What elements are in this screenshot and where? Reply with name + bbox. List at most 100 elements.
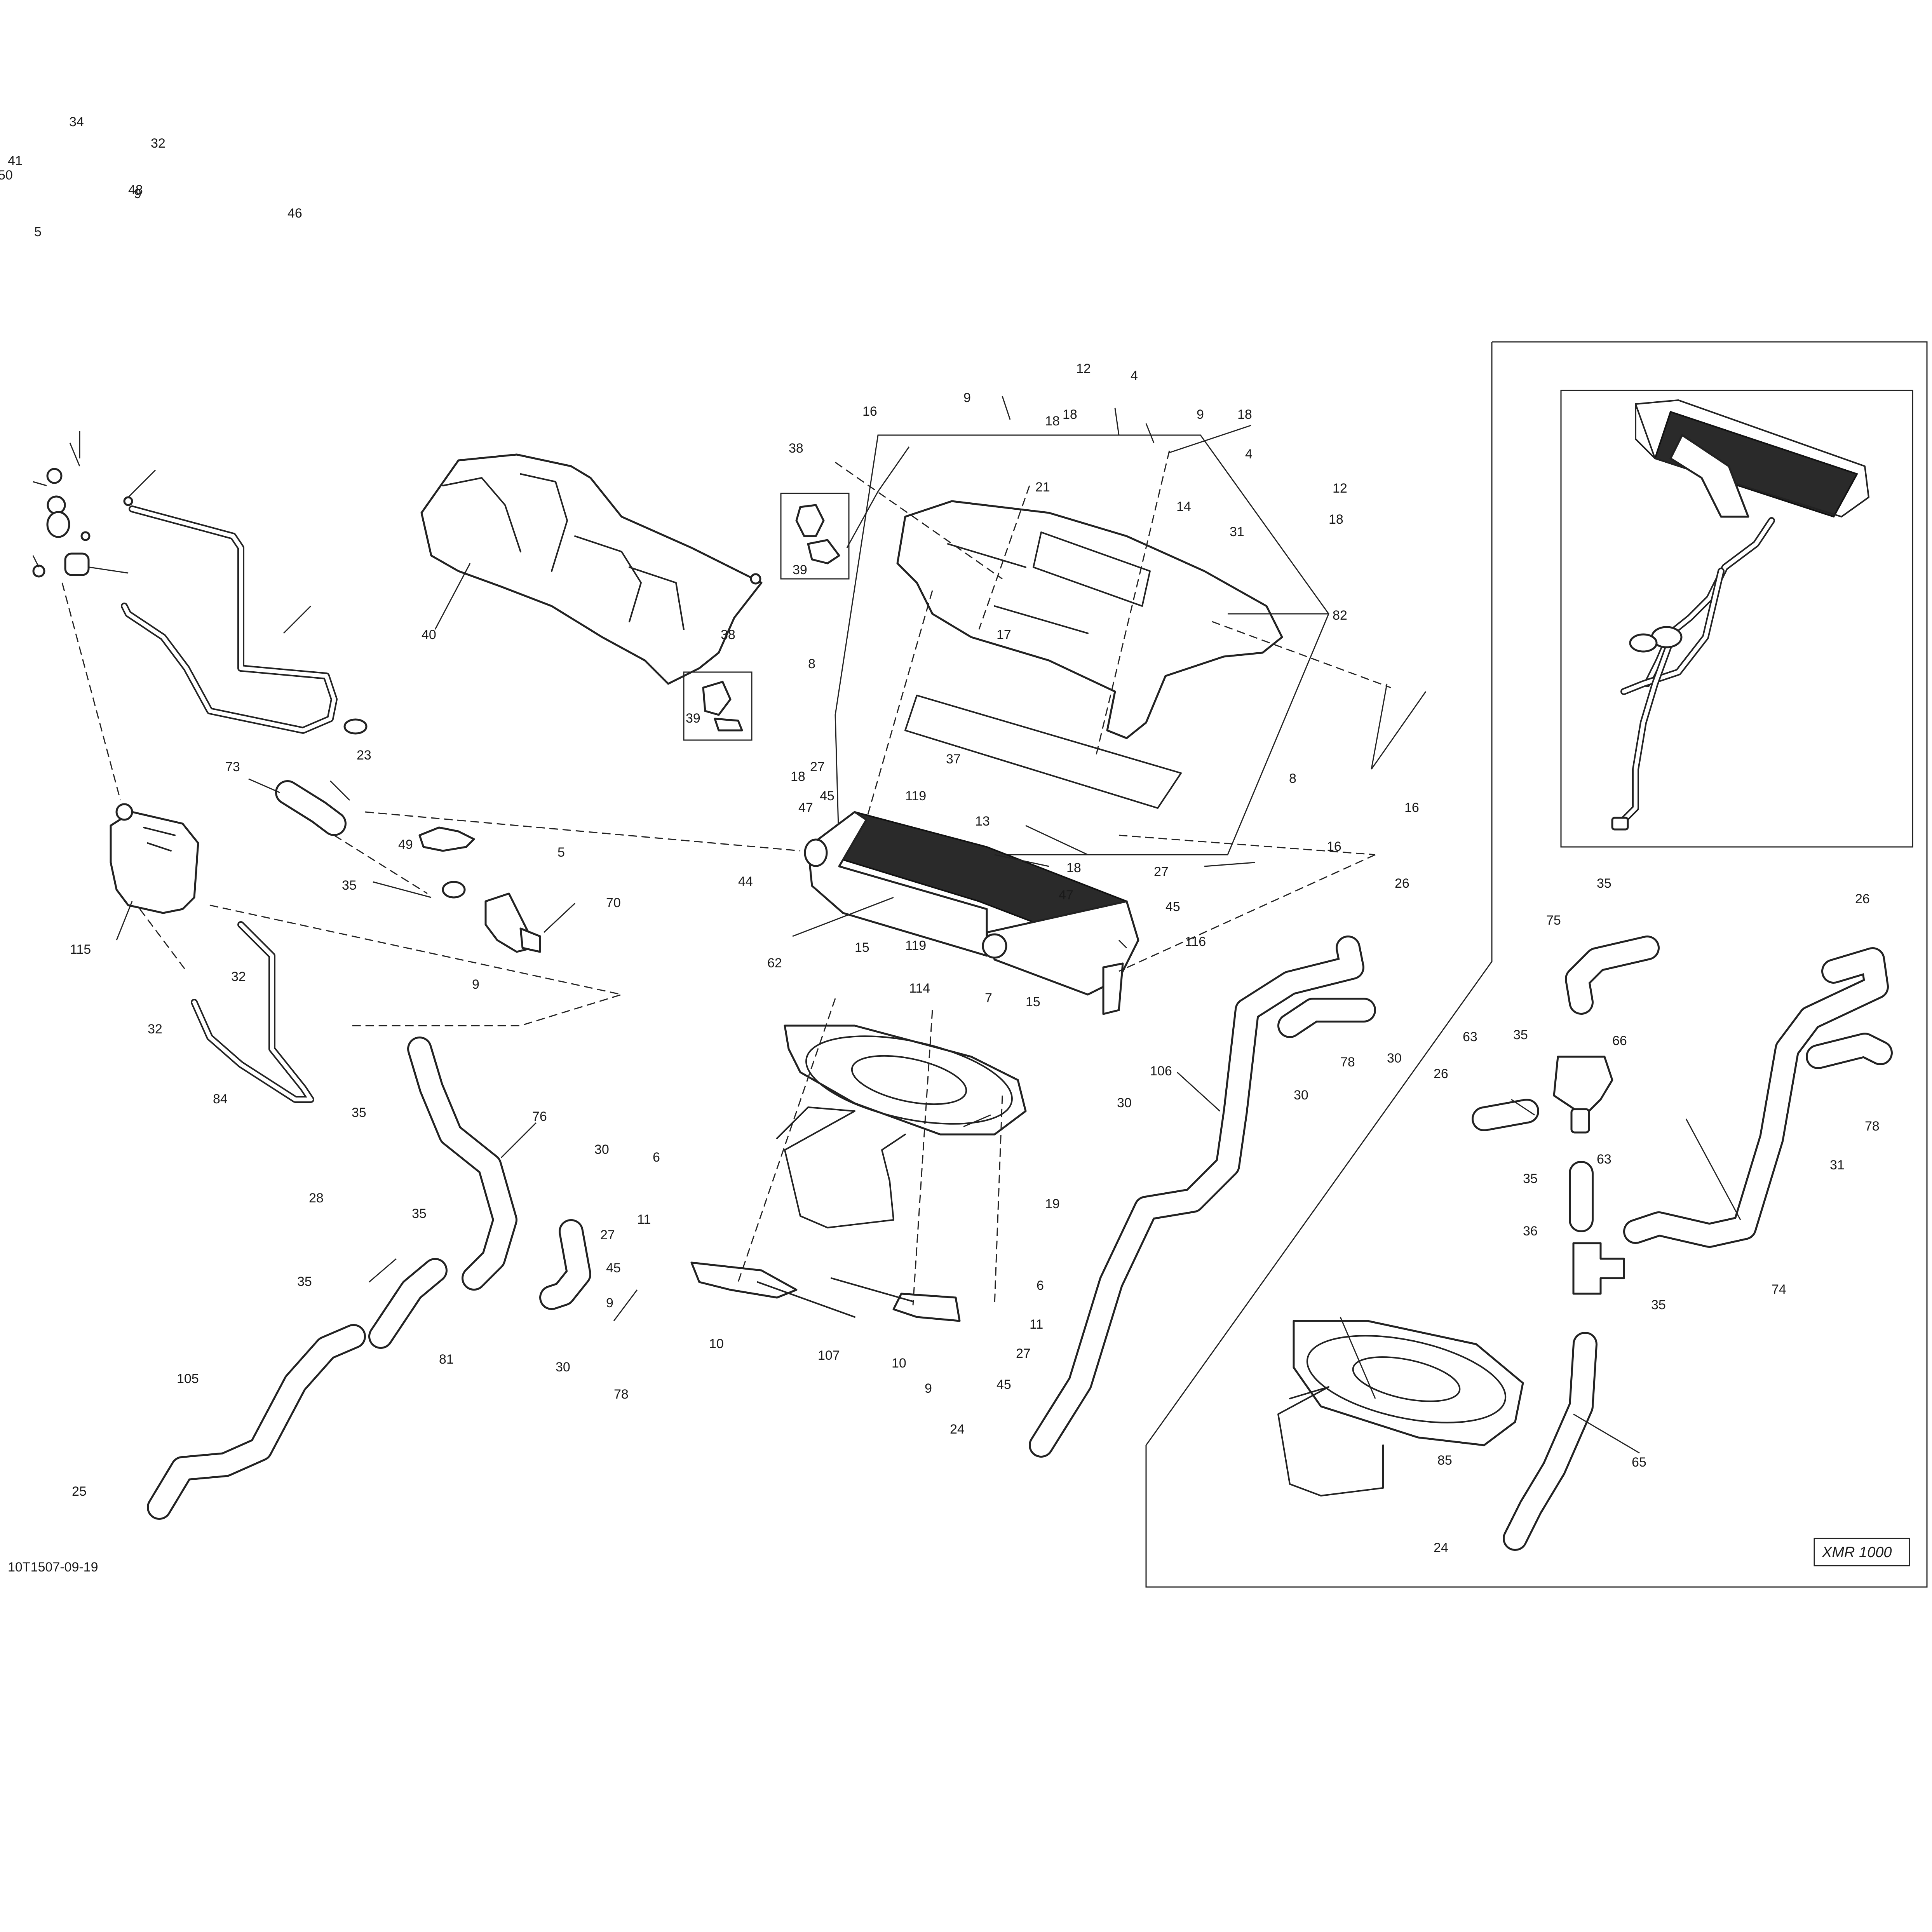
callout-30-c: 30 bbox=[1117, 1096, 1132, 1110]
callout-116: 116 bbox=[1185, 934, 1206, 949]
callout-115: 115 bbox=[70, 942, 91, 957]
callout-35-f: 35 bbox=[1513, 1028, 1528, 1042]
callout-45-a: 45 bbox=[820, 789, 834, 803]
callout-24-b: 24 bbox=[1434, 1540, 1448, 1555]
callout-27-c: 27 bbox=[600, 1228, 615, 1242]
callout-26-b: 26 bbox=[1855, 892, 1870, 906]
callout-6-a: 6 bbox=[653, 1150, 660, 1165]
callout-7: 7 bbox=[985, 991, 992, 1005]
clip-box-38-lower bbox=[683, 671, 753, 741]
callout-66: 66 bbox=[1612, 1033, 1627, 1048]
callout-32: 32 bbox=[151, 136, 166, 151]
coolant-tank-115 bbox=[110, 803, 199, 914]
callout-26-c: 26 bbox=[1434, 1066, 1448, 1081]
callout-47-a: 47 bbox=[798, 800, 813, 815]
callout-10-b: 10 bbox=[892, 1356, 906, 1371]
callout-30-e: 30 bbox=[556, 1360, 570, 1375]
callout-14: 14 bbox=[1176, 499, 1191, 514]
callout-74: 74 bbox=[1772, 1282, 1786, 1297]
callout-labels: 34 41 50 5 32 9 48 46 40 38 39 38 39 16 … bbox=[0, 115, 1880, 1555]
callout-46: 46 bbox=[287, 206, 302, 221]
callout-114: 114 bbox=[909, 981, 930, 996]
callout-45-d: 45 bbox=[996, 1377, 1011, 1392]
callout-5: 5 bbox=[34, 225, 42, 239]
callout-49: 49 bbox=[398, 837, 413, 852]
fan-shroud-114 bbox=[776, 1024, 1027, 1228]
callout-62: 62 bbox=[767, 956, 782, 970]
callout-16-top: 16 bbox=[862, 404, 877, 419]
callout-9-e: 9 bbox=[925, 1381, 932, 1396]
callout-81: 81 bbox=[439, 1352, 454, 1367]
leader-lines bbox=[32, 396, 1741, 1454]
callout-41: 41 bbox=[8, 153, 23, 168]
callout-4-b: 4 bbox=[1245, 447, 1253, 462]
callout-35-b: 35 bbox=[352, 1105, 366, 1120]
callout-107: 107 bbox=[818, 1348, 840, 1363]
callout-27-b: 27 bbox=[1154, 864, 1169, 879]
callout-8-a: 8 bbox=[808, 657, 815, 671]
callout-12-top: 12 bbox=[1076, 361, 1091, 376]
callout-25: 25 bbox=[72, 1484, 87, 1499]
callout-27-d: 27 bbox=[1016, 1346, 1031, 1361]
callout-15-a: 15 bbox=[855, 940, 869, 955]
callout-44: 44 bbox=[738, 874, 753, 889]
filler-cap-assembly bbox=[32, 468, 133, 578]
callout-30-a: 30 bbox=[1387, 1051, 1402, 1066]
callout-35-a: 35 bbox=[342, 878, 357, 893]
callout-70: 70 bbox=[606, 895, 621, 910]
overflow-tubes bbox=[121, 505, 338, 1103]
callout-9-top: 9 bbox=[963, 390, 971, 405]
callout-18-a: 18 bbox=[1045, 414, 1060, 429]
callout-38-upper: 38 bbox=[789, 441, 803, 456]
callout-5-b: 5 bbox=[557, 845, 565, 860]
callout-32-b: 32 bbox=[231, 969, 246, 984]
callout-31-top: 31 bbox=[1230, 524, 1244, 539]
callout-36: 36 bbox=[1523, 1224, 1538, 1239]
callout-23: 23 bbox=[357, 748, 371, 763]
callout-26-a: 26 bbox=[1395, 876, 1409, 891]
callout-106: 106 bbox=[1150, 1064, 1172, 1078]
callout-15-b: 15 bbox=[1026, 995, 1040, 1009]
callout-6-b: 6 bbox=[1037, 1278, 1044, 1293]
callout-9-c: 9 bbox=[472, 977, 479, 992]
callout-34: 34 bbox=[69, 115, 84, 129]
assembly-dashed-lines bbox=[61, 450, 1391, 1306]
callout-38-lower: 38 bbox=[721, 627, 735, 642]
callout-39-lower: 39 bbox=[686, 711, 700, 726]
xmr-variant-frame bbox=[1145, 341, 1928, 1588]
callout-17: 17 bbox=[996, 627, 1011, 642]
radiator-62 bbox=[804, 811, 1139, 1015]
variant-badge-text: XMR 1000 bbox=[1822, 1544, 1892, 1561]
callout-24-a: 24 bbox=[950, 1422, 965, 1437]
brackets-107 bbox=[690, 1261, 961, 1322]
drawing-number: 10T1507-09-19 bbox=[8, 1560, 98, 1575]
callout-35-h: 35 bbox=[1651, 1298, 1666, 1312]
callout-4-top: 4 bbox=[1131, 368, 1138, 383]
callout-19: 19 bbox=[1045, 1197, 1060, 1211]
callout-75: 75 bbox=[1546, 913, 1561, 928]
callout-27-a: 27 bbox=[810, 760, 825, 774]
callout-32-c: 32 bbox=[148, 1022, 162, 1037]
callout-18-b: 18 bbox=[1063, 407, 1077, 422]
callout-78-b: 78 bbox=[614, 1387, 629, 1402]
xmr-radiator-assembly-inset bbox=[1611, 399, 1869, 831]
callout-16-right: 16 bbox=[1404, 800, 1419, 815]
callout-85: 85 bbox=[1437, 1453, 1452, 1468]
callout-13: 13 bbox=[975, 814, 990, 829]
callout-31-right: 31 bbox=[1830, 1158, 1845, 1172]
callout-30-b: 30 bbox=[1294, 1088, 1308, 1103]
callout-35-g: 35 bbox=[1523, 1171, 1538, 1186]
fan-shroud-85 bbox=[1277, 1320, 1524, 1496]
callout-35-d: 35 bbox=[297, 1274, 312, 1289]
callout-11-b: 11 bbox=[1030, 1317, 1043, 1332]
callout-76: 76 bbox=[532, 1109, 547, 1124]
callout-82: 82 bbox=[1333, 608, 1347, 623]
callout-48: 48 bbox=[128, 183, 143, 197]
callout-12-b: 12 bbox=[1333, 481, 1347, 496]
callout-78-a: 78 bbox=[1340, 1055, 1355, 1070]
callout-84: 84 bbox=[213, 1092, 228, 1106]
callout-10-a: 10 bbox=[709, 1336, 724, 1351]
thermostat-housing-66 bbox=[1553, 1056, 1613, 1134]
clip-box-38-upper bbox=[780, 493, 850, 580]
